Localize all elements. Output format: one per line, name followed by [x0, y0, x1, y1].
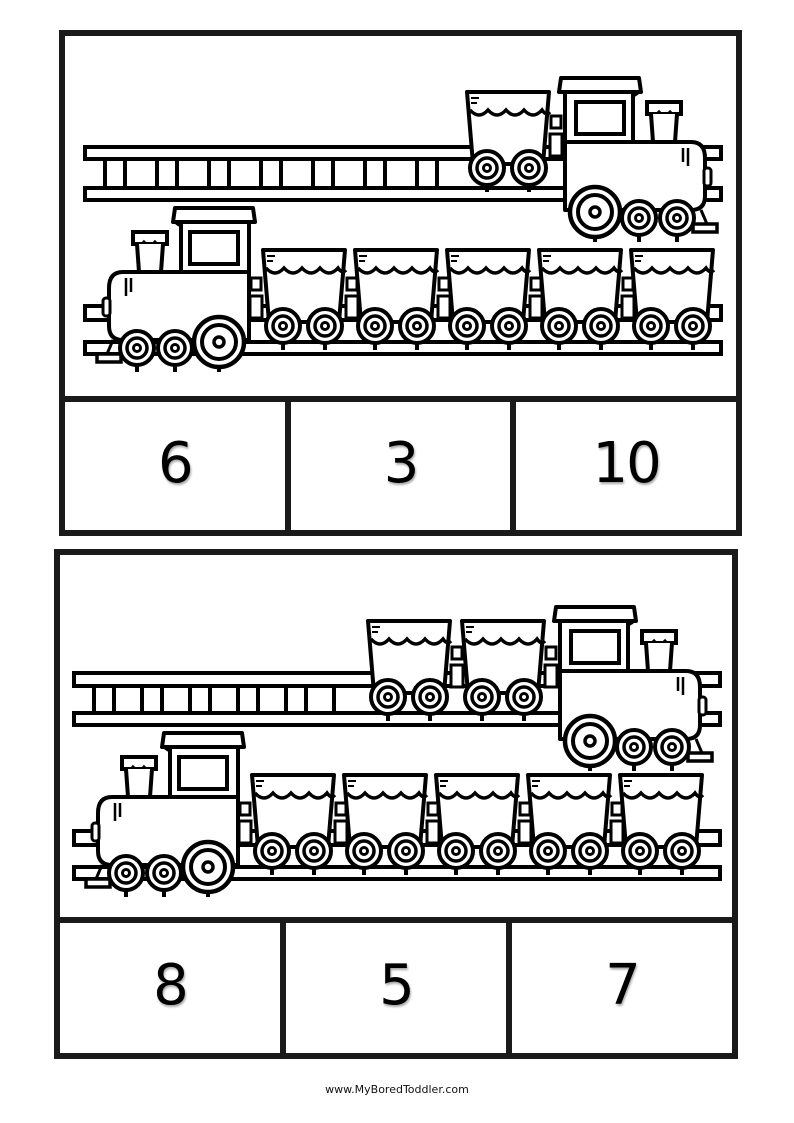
answer-number: 5: [379, 952, 415, 1018]
counting-card-2: 8 5 7: [54, 549, 738, 1059]
answer-number: 3: [383, 430, 420, 496]
train-illustration: [72, 555, 722, 917]
counting-card-1: 6 3 10: [59, 30, 742, 536]
answer-option[interactable]: 10: [516, 396, 736, 530]
answer-number: 7: [605, 952, 641, 1018]
answer-option[interactable]: 7: [512, 917, 732, 1053]
answer-row-2: 8 5 7: [60, 917, 732, 1053]
top-train: [368, 607, 712, 771]
top-train-track: [83, 145, 723, 202]
answer-number: 8: [153, 952, 189, 1018]
answer-row-1: 6 3 10: [65, 396, 736, 530]
train-illustration: [83, 36, 723, 396]
train-picture-1: [65, 36, 736, 402]
answer-option[interactable]: 6: [65, 396, 291, 530]
answer-option[interactable]: 5: [286, 917, 512, 1053]
answer-number: 6: [158, 430, 194, 496]
footer-url: www.MyBoredToddler.com: [325, 1083, 469, 1096]
top-train: [467, 78, 717, 242]
answer-option[interactable]: 8: [60, 917, 286, 1053]
train-picture-2: [60, 555, 732, 923]
answer-number: 10: [592, 430, 662, 496]
answer-option[interactable]: 3: [291, 396, 517, 530]
